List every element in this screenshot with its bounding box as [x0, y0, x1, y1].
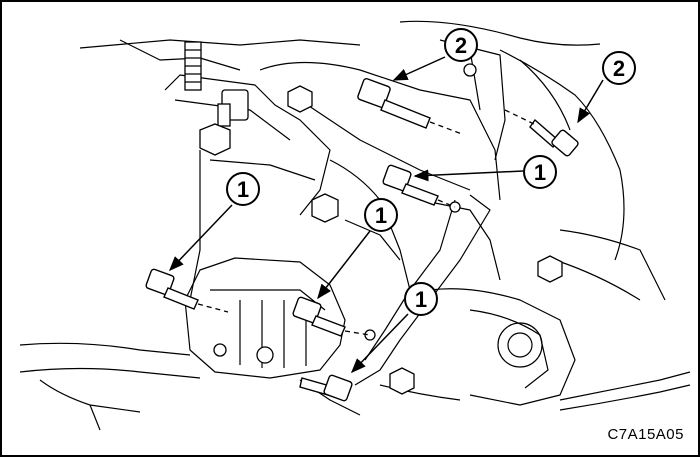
- hex-nut-right: [537, 255, 563, 283]
- bracket-hole-1: [256, 346, 274, 364]
- bolt-center: [382, 164, 439, 206]
- callout-marker-c1: 2: [444, 28, 478, 62]
- callout-marker-c3: 1: [523, 155, 557, 189]
- hex-nut-upper: [287, 85, 313, 113]
- callout-label: 1: [534, 160, 546, 185]
- callout-marker-c2: 2: [602, 51, 636, 85]
- static-hardware: [184, 41, 563, 395]
- hex-nut-lower: [389, 367, 415, 395]
- callout-label: 2: [455, 33, 467, 58]
- callout-marker-c6: 1: [404, 282, 438, 316]
- callout-markers: 2 2 1 1 1 1: [226, 28, 636, 316]
- bolt-upper-left: [357, 78, 431, 129]
- stud-shank: [217, 103, 231, 127]
- bolt-left: [145, 268, 199, 310]
- mount-hole-upper: [463, 63, 477, 77]
- engine-line-art: [19, 20, 691, 431]
- callout-marker-c4: 1: [226, 172, 260, 206]
- bolt-upper-right: [529, 118, 579, 157]
- callout-label: 1: [237, 177, 249, 202]
- callout-label: 1: [375, 203, 387, 228]
- callout-marker-c5: 1: [364, 198, 398, 232]
- callout-label: 2: [613, 56, 625, 81]
- mount-hole-lower: [364, 329, 376, 341]
- figure-id: C7A15A05: [607, 426, 684, 443]
- hex-nut-left: [199, 123, 231, 156]
- bolt-mid: [292, 296, 346, 337]
- removable-bolts: [145, 78, 579, 402]
- callout-label: 1: [415, 287, 427, 312]
- leader-arrows: [168, 56, 604, 374]
- bracket-hole-2: [213, 343, 227, 357]
- hex-nut-center: [311, 193, 339, 223]
- bolt-lower: [299, 374, 353, 402]
- alignment-lines: [197, 109, 535, 336]
